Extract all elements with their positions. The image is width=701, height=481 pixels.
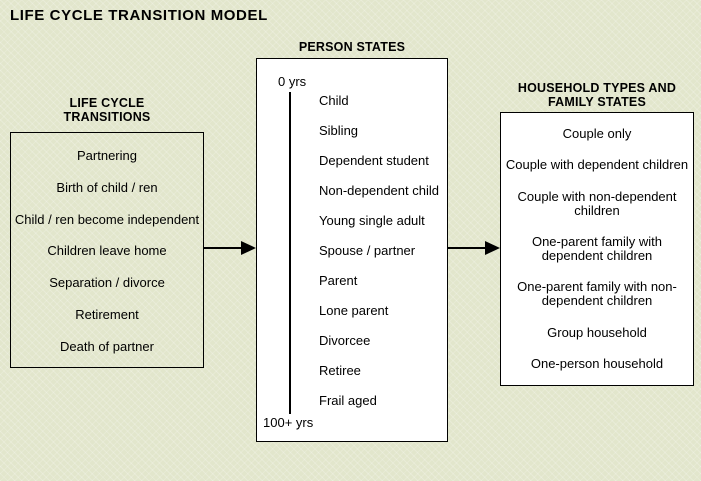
household-type-item: Couple with non-dependent children bbox=[517, 188, 677, 218]
household-type-item: One-person household bbox=[530, 356, 664, 372]
person-state-item: Divorcee bbox=[319, 333, 371, 348]
person-state-item: Young single adult bbox=[319, 213, 425, 228]
household-type-item: Couple with dependent children bbox=[505, 157, 689, 173]
left-panel-heading: LIFE CYCLE TRANSITIONS bbox=[10, 96, 204, 124]
transition-item: Birth of child / ren bbox=[56, 179, 158, 195]
household-type-item: Group household bbox=[547, 324, 647, 340]
person-state-item: Lone parent bbox=[319, 303, 389, 318]
household-type-item: One-parent family with dependent childre… bbox=[531, 233, 663, 263]
right-panel-heading-line2: FAMILY STATES bbox=[548, 95, 646, 109]
person-state-item: Parent bbox=[319, 273, 358, 288]
person-state-item: Sibling bbox=[319, 123, 359, 138]
transition-item: Separation / divorce bbox=[49, 275, 165, 291]
person-state-item: Child bbox=[319, 93, 349, 108]
diagram-title: LIFE CYCLE TRANSITION MODEL bbox=[10, 7, 268, 24]
transition-item: Partnering bbox=[77, 147, 137, 163]
right-panel-heading-line1: HOUSEHOLD TYPES AND bbox=[517, 81, 677, 95]
arrow-head bbox=[485, 241, 500, 255]
household-type-item: Couple only bbox=[562, 125, 632, 141]
household-type-item: One-parent family with non-dependent chi… bbox=[517, 279, 677, 309]
flow-arrow-left-icon bbox=[203, 241, 256, 255]
right-panel-heading: HOUSEHOLD TYPES AND FAMILY STATES bbox=[500, 81, 694, 109]
age-axis-top-label: 0 yrs bbox=[278, 74, 307, 89]
person-state-item: Spouse / partner bbox=[319, 243, 416, 258]
transition-item: Children leave home bbox=[47, 243, 167, 259]
left-panel-heading-line2: TRANSITIONS bbox=[63, 110, 151, 124]
transition-item: Death of partner bbox=[60, 338, 154, 354]
person-state-item: Non-dependent child bbox=[319, 183, 439, 198]
person-state-item: Frail aged bbox=[319, 393, 377, 408]
arrow-head bbox=[241, 241, 256, 255]
arrow-shaft bbox=[447, 247, 489, 249]
flow-arrow-right-icon bbox=[447, 241, 500, 255]
person-state-item: Retiree bbox=[319, 363, 361, 378]
center-panel-heading: PERSON STATES bbox=[298, 40, 406, 54]
age-timeline-line bbox=[289, 92, 291, 414]
transition-item: Retirement bbox=[75, 307, 139, 323]
age-axis-bottom-label: 100+ yrs bbox=[263, 415, 314, 430]
person-state-item: Dependent student bbox=[319, 153, 429, 168]
arrow-shaft bbox=[203, 247, 245, 249]
left-panel-heading-line1: LIFE CYCLE bbox=[69, 96, 145, 110]
transition-item: Child / ren become independent bbox=[14, 211, 200, 227]
